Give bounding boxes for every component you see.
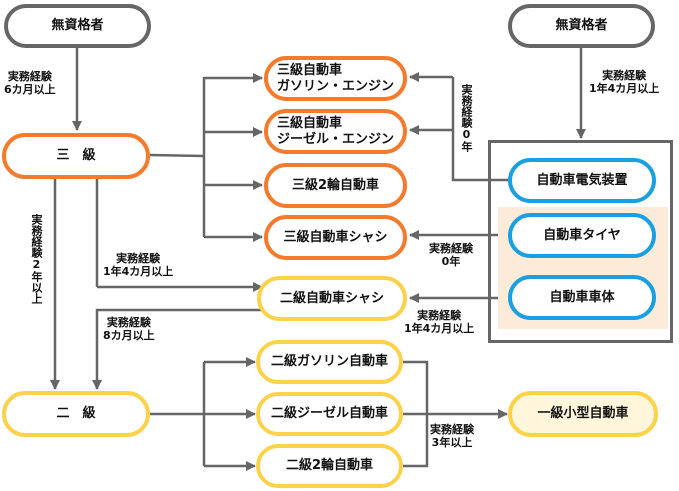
line-grade3-branch [149,153,205,158]
line-g2-chassis-to-grade2 [92,308,262,390]
node-body[interactable]: 自動車車体 [508,275,656,320]
label-line1: 実務経験 [106,316,151,329]
label-line2: 6カ月以上 [4,83,56,96]
node-label: 二級ガソリン自動車 [270,354,388,369]
node-grade1-small[interactable]: 一級小型自動車 [508,391,658,437]
node-label: 三級自動車 ガソリン・エンジン [277,63,394,95]
node-label-line2: ジーゼル・エンジン [276,131,394,147]
node-grade3[interactable]: 三 級 [2,133,150,179]
node-unqualified-left[interactable]: 無資格者 [4,4,151,48]
label-exp-1y4m-body: 実務経験 1年4カ月以上 [404,309,474,335]
label-exp-0-years-tire: 実務経験 0年 [429,242,473,268]
node-grade2[interactable]: 二 級 [2,391,150,437]
label-exp-0-years-vertical: 実務経験0年 [460,84,473,152]
label-exp-1y4m-mid: 実務経験 1年4カ月以上 [103,252,173,278]
label-exp-8-months: 実務経験 8カ月以上 [103,316,155,342]
node-electrical[interactable]: 自動車電気装置 [508,158,656,203]
label-exp-2-years-vertical: 実務経験2年以上 [30,214,43,304]
label-exp-1y4m-right: 実務経験 1年4カ月以上 [589,69,659,95]
node-label-line1: 三級自動車 [276,62,342,78]
label-line1: 実務経験 [429,242,473,255]
label-line2: 0年 [441,255,461,268]
special-qualification-frame [488,140,673,343]
label-line2: 3年以上 [431,436,473,449]
node-label: 三級2輪自動車 [291,177,380,193]
node-label: 二 級 [56,406,96,421]
node-label: 無資格者 [555,18,608,33]
node-grade3-chassis[interactable]: 三級自動車シャシ [264,215,407,260]
node-label: 二級ジーゼル自動車 [270,406,388,421]
node-label-line2: ガソリン・エンジン [276,78,394,94]
node-grade2-chassis[interactable]: 二級自動車シャシ [257,276,407,321]
node-label: 一級小型自動車 [537,406,629,421]
node-label: 自動車タイヤ [543,227,621,243]
node-grade3-diesel[interactable]: 三級自動車 ジーゼル・エンジン [264,109,407,154]
label-line2: 1年4カ月以上 [589,82,660,95]
node-label-line1: 三級自動車 [276,115,342,131]
label-line1: 実務経験 [7,70,52,83]
node-label: 無資格者 [51,18,104,33]
node-unqualified-right[interactable]: 無資格者 [508,4,655,48]
node-label: 自動車車体 [549,289,615,305]
node-grade2-motorcycle[interactable]: 二級2輪自動車 [256,444,403,488]
label-line2: 1年4カ月以上 [404,322,475,335]
node-label: 三 級 [56,148,96,163]
node-label: 三級自動車 ジーゼル・エンジン [277,116,394,148]
node-label: 自動車電気装置 [536,172,628,188]
label-line1: 実務経験 [430,423,474,436]
node-tire[interactable]: 自動車タイヤ [508,213,656,258]
label-line1: 実務経験 [417,309,462,322]
node-grade2-gasoline[interactable]: 二級ガソリン自動車 [256,340,403,384]
label-exp-3-years: 実務経験 3年以上 [430,423,474,449]
node-grade3-gasoline[interactable]: 三級自動車 ガソリン・エンジン [264,56,407,101]
label-line1: 実務経験 [116,252,161,265]
label-line1: 実務経験 [602,69,647,82]
node-label: 二級自動車シャシ [279,290,384,306]
label-exp-6-months: 実務経験 6カ月以上 [4,70,56,96]
node-grade3-motorcycle[interactable]: 三級2輪自動車 [264,163,407,208]
node-label: 二級2輪自動車 [285,458,374,473]
label-line2: 8カ月以上 [103,329,155,342]
label-line2: 1年4カ月以上 [103,265,174,278]
node-grade2-diesel[interactable]: 二級ジーゼル自動車 [256,392,403,436]
node-label: 三級自動車シャシ [283,229,388,245]
